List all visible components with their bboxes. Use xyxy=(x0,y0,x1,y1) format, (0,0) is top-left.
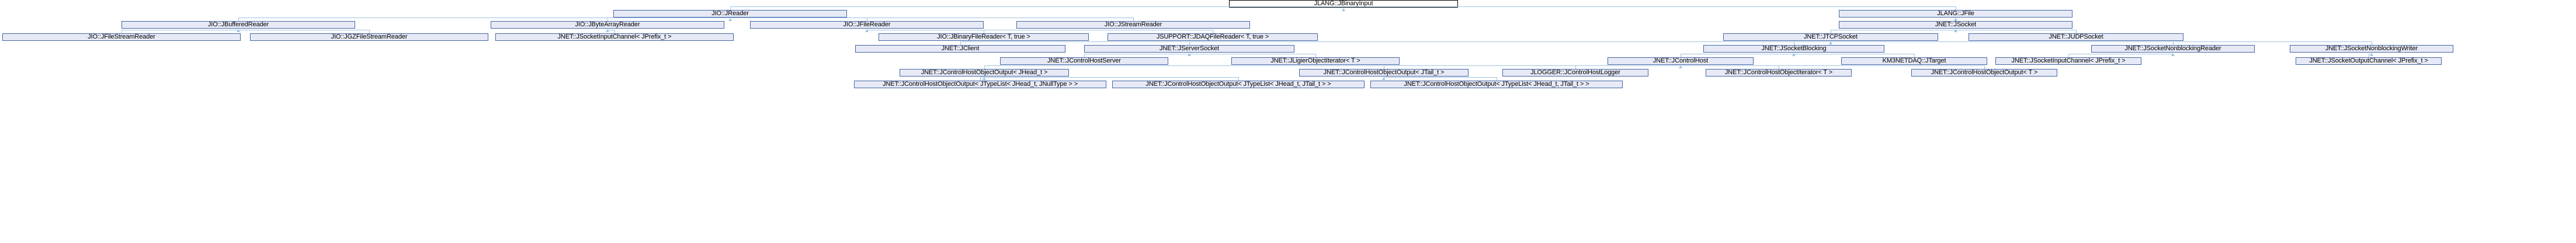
edge-branch xyxy=(984,65,985,69)
class-node[interactable]: JNET::JUDPSocket xyxy=(1969,33,2183,41)
edge-branch xyxy=(1575,65,1576,69)
class-node[interactable]: JNET::JControlHostObjectOutput< JTypeLis… xyxy=(1370,81,1623,88)
class-node[interactable]: JLOGGER::JControlHostLogger xyxy=(1502,69,1648,77)
edge-bus xyxy=(980,77,1238,78)
class-node[interactable]: JNET::JSocketBlocking xyxy=(1703,45,1884,53)
edge-arrowhead xyxy=(2171,53,2175,56)
class-node[interactable]: JIO::JReader xyxy=(613,10,847,18)
class-node[interactable]: JNET::JControlHostObjectOutput< JTail_t … xyxy=(1299,69,1468,77)
class-node[interactable]: JNET::JClient xyxy=(855,45,1065,53)
class-node[interactable]: JIO::JFileReader xyxy=(750,21,984,29)
edge-branch xyxy=(960,41,961,45)
edge-branch xyxy=(238,18,239,21)
edge-branch xyxy=(369,30,370,33)
class-node[interactable]: JNET::JControlHostObjectOutput< JTypeLis… xyxy=(1112,81,1365,88)
class-node[interactable]: JNET::JSocketOutputChannel< JPrefix_t > xyxy=(2296,57,2442,65)
edge-branch xyxy=(1914,54,1915,57)
edge-arrowhead xyxy=(1342,8,1345,11)
class-node[interactable]: JNET::JControlHostObjectIterator< T > xyxy=(1706,69,1852,77)
edge-branch xyxy=(1984,65,1985,69)
edge-arrowhead xyxy=(865,29,869,32)
class-node[interactable]: JNET::JSocketInputChannel< JPrefix_t > xyxy=(1995,57,2141,65)
class-node[interactable]: JNET::JServerSocket xyxy=(1084,45,1294,53)
edge-branch xyxy=(2173,41,2174,45)
edge-arrowhead xyxy=(728,18,732,21)
class-node[interactable]: JNET::JLigierObjectIterator< T > xyxy=(1231,57,1400,65)
class-node[interactable]: JIO::JFileStreamReader xyxy=(2,33,241,41)
edge-branch xyxy=(730,6,731,10)
class-node[interactable]: JLANG::JFile xyxy=(1839,10,2072,18)
class-node[interactable]: JNET::JControlHostServer xyxy=(1000,57,1168,65)
edge-bus xyxy=(730,6,1956,7)
class-node[interactable]: JIO::JBufferedReader xyxy=(121,21,355,29)
edge-branch xyxy=(980,77,981,81)
class-node[interactable]: JNET::JControlHostObjectOutput< JHead_t … xyxy=(900,69,1069,77)
edge-bus xyxy=(984,65,1984,66)
class-node[interactable]: JNET::JControlHostObjectOutput< T > xyxy=(1911,69,2057,77)
edge-branch xyxy=(1189,41,1190,45)
edge-branch xyxy=(1238,77,1239,81)
edge-arrowhead xyxy=(1188,53,1191,56)
class-node[interactable]: JIO::JBinaryFileReader< T, true > xyxy=(879,33,1089,41)
class-node[interactable]: JNET::JSocketNonblockingReader xyxy=(2091,45,2255,53)
edge-arrowhead xyxy=(2370,53,2373,56)
edge-branch xyxy=(1084,54,1085,57)
edge-arrowhead xyxy=(237,29,240,32)
class-node[interactable]: JNET::JSocketInputChannel< JPrefix_t > xyxy=(495,33,734,41)
edge-arrowhead xyxy=(1679,65,1682,68)
class-node[interactable]: JSUPPORT::JDAQFileReader< T, true > xyxy=(1108,33,1318,41)
class-node[interactable]: JIO::JStreamReader xyxy=(1016,21,1250,29)
class-node[interactable]: JNET::JSocket xyxy=(1839,21,2072,29)
edge-arrowhead xyxy=(1829,41,1832,44)
edge-branch xyxy=(607,18,608,21)
edge-bus xyxy=(1384,77,1497,78)
class-node[interactable]: JLANG::JBinaryInput xyxy=(1229,0,1458,8)
edge-arrowhead xyxy=(983,77,986,80)
edge-arrowhead xyxy=(1382,77,1386,80)
edge-bus xyxy=(960,41,2372,42)
class-node[interactable]: JNET::JTCPSocket xyxy=(1723,33,1938,41)
edge-arrowhead xyxy=(1792,53,1796,56)
class-node[interactable]: JNET::JSocketNonblockingWriter xyxy=(2290,45,2453,53)
class-node[interactable]: JNET::JControlHostObjectOutput< JTypeLis… xyxy=(854,81,1106,88)
edge-arrowhead xyxy=(606,29,609,32)
edge-branch xyxy=(2076,30,2077,33)
class-node[interactable]: JIO::JGZFileStreamReader xyxy=(250,33,488,41)
edge-branch xyxy=(1315,54,1316,57)
edge-branch xyxy=(2068,54,2069,57)
edge-branch xyxy=(121,30,122,33)
edge-branch xyxy=(1133,18,1134,21)
class-node[interactable]: JNET::JControlHost xyxy=(1608,57,1754,65)
class-node[interactable]: KM3NETDAQ::JTarget xyxy=(1841,57,1987,65)
edge-arrowhead xyxy=(1954,29,1957,32)
class-node[interactable]: JIO::JByteArrayReader xyxy=(491,21,724,29)
